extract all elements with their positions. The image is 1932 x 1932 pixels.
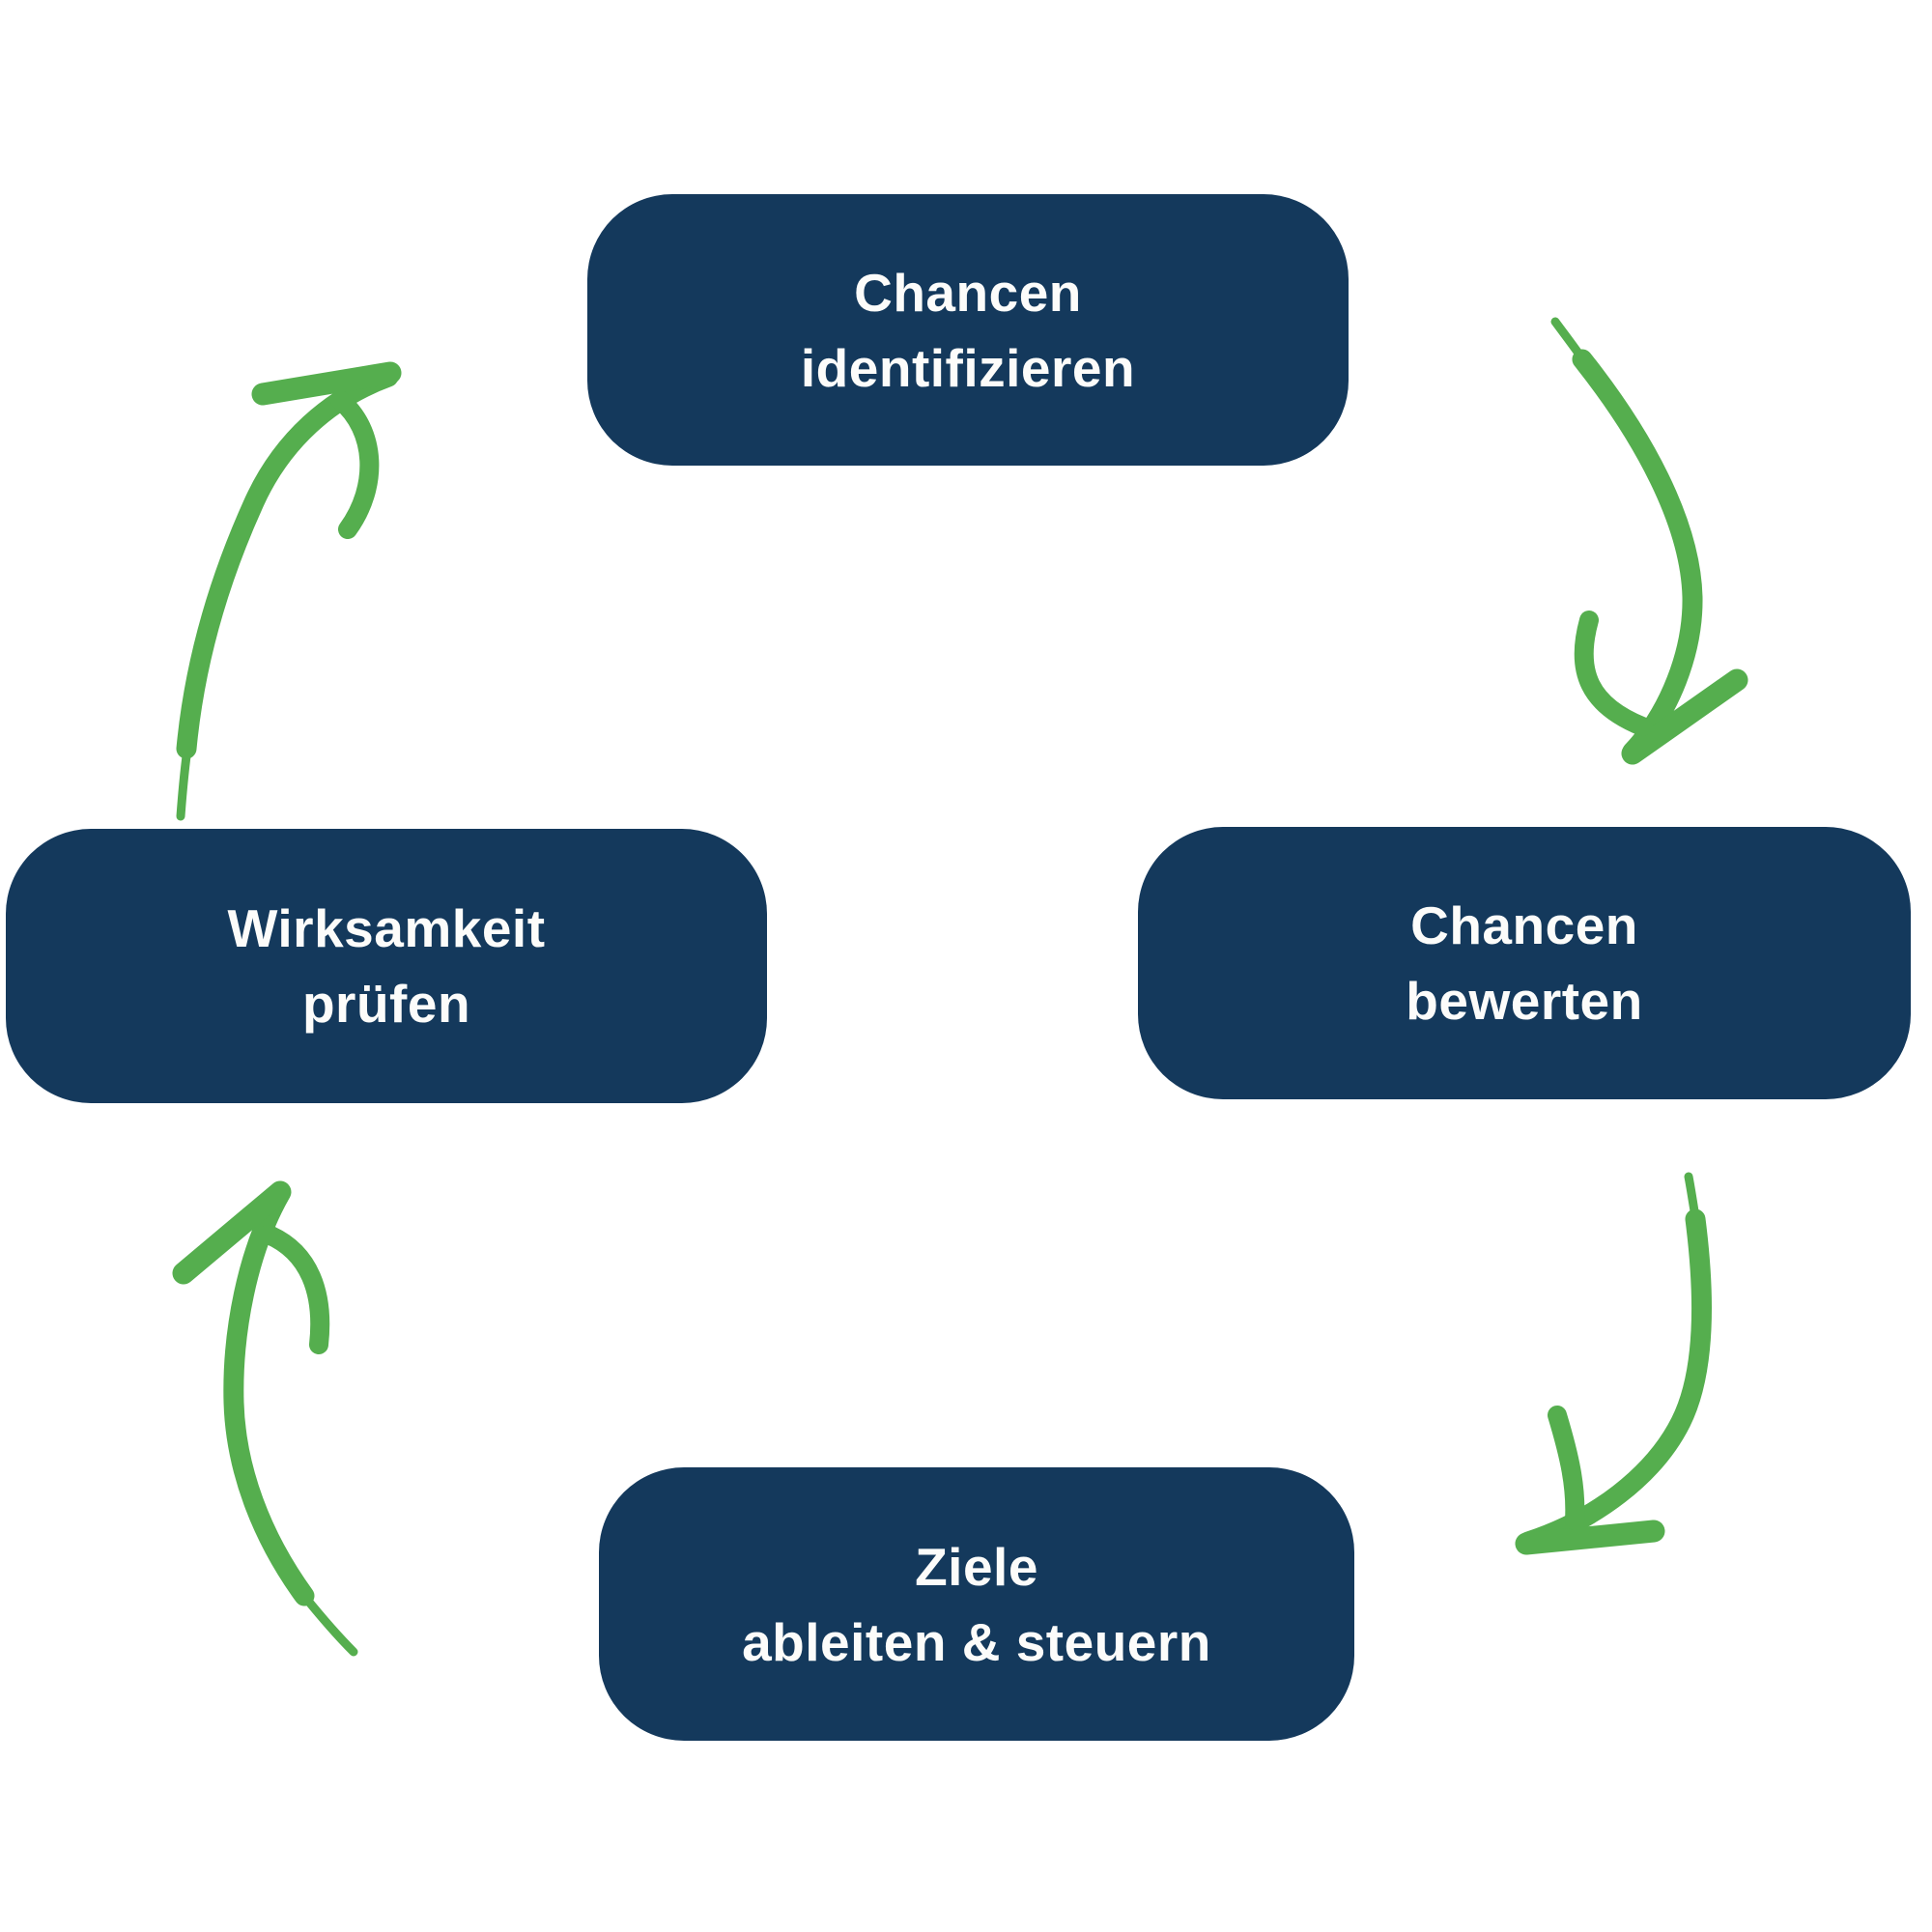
arrowhead-barb-icon (1621, 668, 1748, 765)
node-label-line1: Ziele (915, 1536, 1038, 1597)
node-label-line2: ableiten & steuern (742, 1611, 1211, 1672)
node-label-line1: Chancen (854, 262, 1082, 323)
arrow-wirksamkeit-to-identifizieren (176, 361, 402, 821)
node-chancen-identifizieren: Chancen identifizieren (587, 194, 1349, 466)
arrowhead-hook-icon (1574, 611, 1652, 736)
node-ziele-ableiten-steuern: Ziele ableiten & steuern (599, 1467, 1354, 1741)
arrow-shaft-icon (1518, 1208, 1713, 1552)
arrowhead-hook-icon (259, 1225, 330, 1354)
arrow-ziele-to-wirksamkeit (172, 1180, 358, 1657)
node-chancen-bewerten: Chancen bewerten (1138, 827, 1911, 1099)
arrow-shaft-icon (1572, 349, 1703, 762)
arrow-shaft-icon (223, 1183, 315, 1606)
node-label-line1: Wirksamkeit (227, 898, 546, 958)
node-label-line1: Chancen (1410, 895, 1638, 955)
arrowhead-hook-icon (330, 390, 380, 539)
arrowhead-hook-icon (1548, 1406, 1585, 1530)
node-label-line2: prüfen (301, 974, 471, 1034)
arrowhead-barb-icon (172, 1180, 292, 1285)
arrow-bewerten-to-ziele (1515, 1172, 1713, 1555)
arrow-identifizieren-to-bewerten (1550, 317, 1748, 765)
node-label-line2: bewerten (1406, 971, 1643, 1031)
node-label-line2: identifizieren (800, 337, 1136, 398)
node-wirksamkeit-pruefen: Wirksamkeit prüfen (6, 829, 767, 1103)
arrowhead-barb-icon (251, 361, 402, 406)
arrowhead-barb-icon (1515, 1520, 1665, 1555)
